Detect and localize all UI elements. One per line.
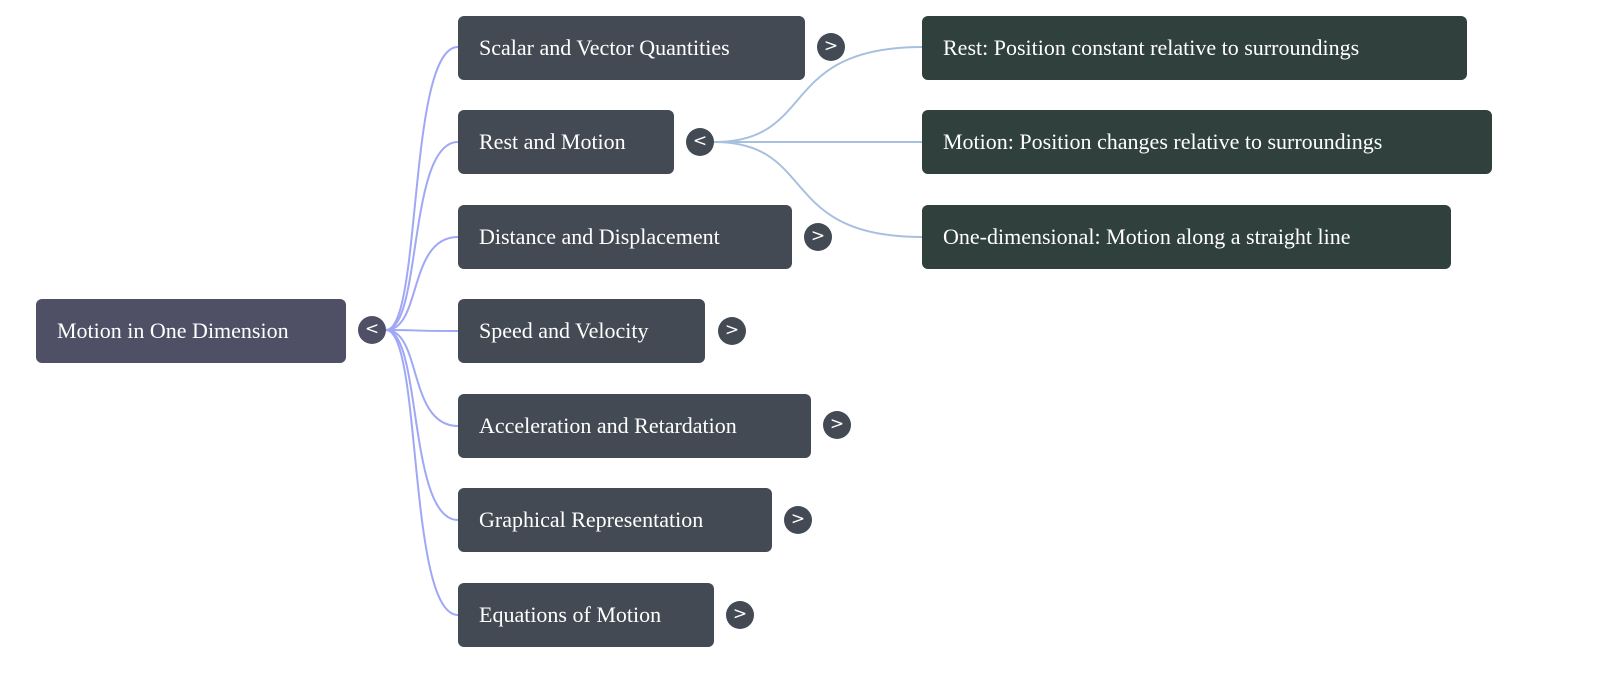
edge-root-topic-2 <box>385 236 459 331</box>
edge-root-topic-5 <box>385 329 459 521</box>
expand-toggle-speed-velocity[interactable]: > <box>718 317 746 345</box>
edge-root-topic-1 <box>385 141 459 331</box>
edge-rest-motion-detail-2 <box>713 141 923 238</box>
expand-toggle-distance-displacement[interactable]: > <box>804 223 832 251</box>
topic-graphical-representation[interactable]: Graphical Representation <box>458 488 772 552</box>
edge-root-topic-3 <box>385 329 459 332</box>
root-node[interactable]: Motion in One Dimension <box>36 299 346 363</box>
collapse-toggle-rest-motion[interactable]: < <box>686 128 714 156</box>
detail-motion[interactable]: Motion: Position changes relative to sur… <box>922 110 1492 174</box>
topic-acceleration-retardation[interactable]: Acceleration and Retardation <box>458 394 811 458</box>
topic-distance-displacement[interactable]: Distance and Displacement <box>458 205 792 269</box>
detail-one-dimensional[interactable]: One-dimensional: Motion along a straight… <box>922 205 1451 269</box>
topic-equations-of-motion[interactable]: Equations of Motion <box>458 583 714 647</box>
expand-toggle-acceleration-retardation[interactable]: > <box>823 411 851 439</box>
topic-speed-velocity[interactable]: Speed and Velocity <box>458 299 705 363</box>
topic-rest-motion[interactable]: Rest and Motion <box>458 110 674 174</box>
root-collapse-toggle[interactable]: < <box>358 316 386 344</box>
edge-root-topic-4 <box>385 329 459 427</box>
expand-toggle-equations-of-motion[interactable]: > <box>726 601 754 629</box>
expand-toggle-scalar-vector[interactable]: > <box>817 33 845 61</box>
edge-root-topic-0 <box>385 46 459 331</box>
edge-rest-motion-detail-0 <box>713 46 923 143</box>
expand-toggle-graphical-representation[interactable]: > <box>784 506 812 534</box>
topic-scalar-vector[interactable]: Scalar and Vector Quantities <box>458 16 805 80</box>
detail-rest[interactable]: Rest: Position constant relative to surr… <box>922 16 1467 80</box>
edge-root-topic-6 <box>385 329 459 616</box>
